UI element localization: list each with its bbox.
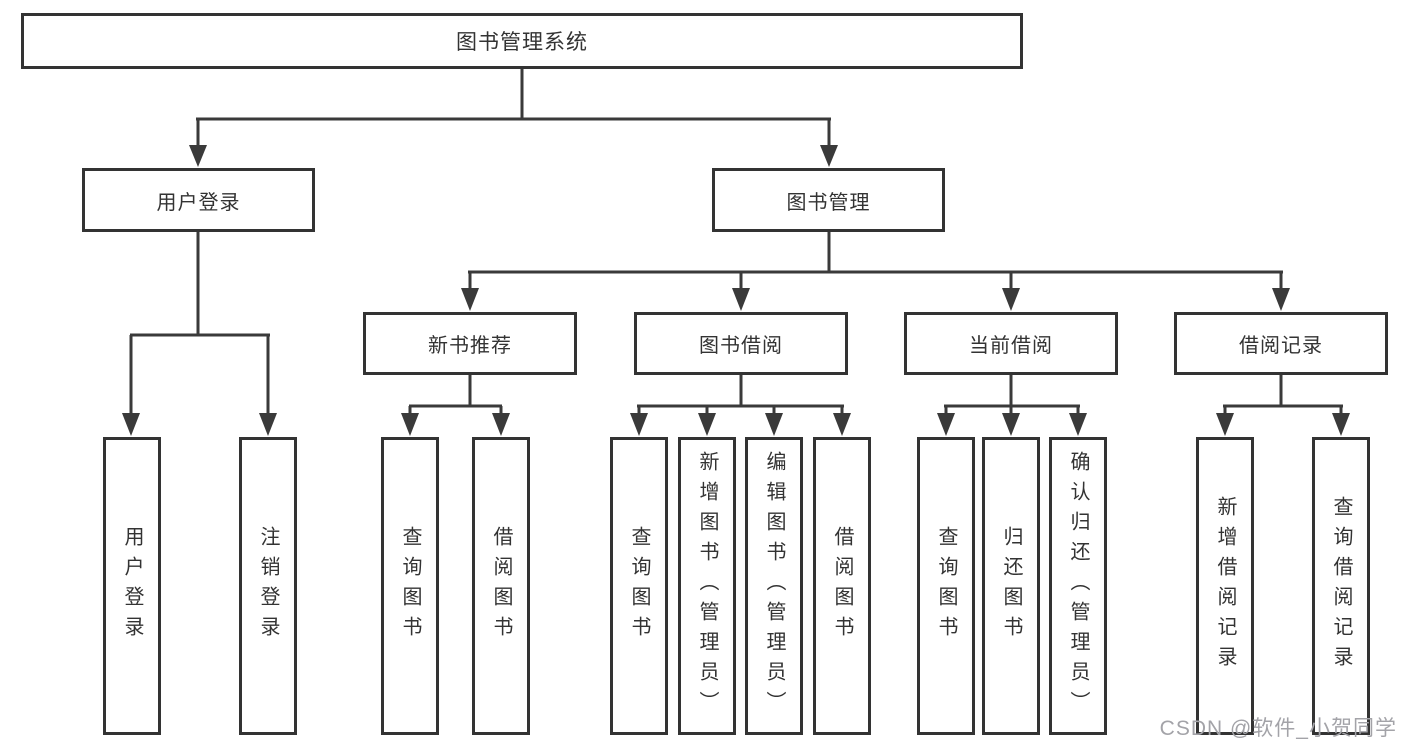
node-user-login: 用户登录 xyxy=(82,168,315,232)
node-label: 新书推荐 xyxy=(428,335,512,357)
node-label: 借阅图书 xyxy=(490,526,512,646)
leaf-add-book-admin: 新增图书（管理员） xyxy=(678,437,736,735)
node-new-book-recommend: 新书推荐 xyxy=(363,312,577,375)
node-label: 借阅记录 xyxy=(1239,335,1323,357)
node-label: 图书管理 xyxy=(786,191,871,214)
leaf-query-borrow-record: 查询借阅记录 xyxy=(1312,437,1370,735)
node-label: 查询图书 xyxy=(935,526,957,646)
leaf-query-books-current: 查询图书 xyxy=(917,437,975,735)
node-label: 查询图书 xyxy=(399,526,421,646)
leaf-return-book: 归还图书 xyxy=(982,437,1040,735)
node-label: 新增借阅记录 xyxy=(1214,496,1236,676)
leaf-borrow-books-recommend: 借阅图书 xyxy=(472,437,530,735)
connector-book-mgmt-to-level3 xyxy=(461,232,1290,311)
node-label: 查询借阅记录 xyxy=(1330,496,1352,676)
leaf-user-login: 用户登录 xyxy=(103,437,161,735)
connector-user-login-children xyxy=(122,232,277,436)
node-label: 注销登录 xyxy=(257,526,279,646)
node-book-management: 图书管理 xyxy=(712,168,945,232)
connector-book-borrow-children xyxy=(630,375,851,436)
node-label: 当前借阅 xyxy=(969,335,1053,357)
node-current-borrowing: 当前借阅 xyxy=(904,312,1118,375)
node-label: 新增图书（管理员） xyxy=(696,451,718,721)
leaf-confirm-return-admin: 确认归还（管理员） xyxy=(1049,437,1107,735)
leaf-edit-book-admin: 编辑图书（管理员） xyxy=(745,437,803,735)
leaf-query-books-borrow: 查询图书 xyxy=(610,437,668,735)
node-label: 确认归还（管理员） xyxy=(1067,451,1089,721)
connector-root-to-level2 xyxy=(189,69,838,167)
leaf-add-borrow-record: 新增借阅记录 xyxy=(1196,437,1254,735)
csdn-watermark: CSDN @软件_小贺同学 xyxy=(1159,717,1397,740)
node-label: 用户登录 xyxy=(121,526,143,646)
connector-current-borrow-children xyxy=(937,375,1087,436)
node-label: 用户登录 xyxy=(156,191,241,214)
node-library-management-system: 图书管理系统 xyxy=(21,13,1023,69)
node-label: 图书借阅 xyxy=(699,335,783,357)
leaf-query-books-recommend: 查询图书 xyxy=(381,437,439,735)
node-book-borrowing: 图书借阅 xyxy=(634,312,848,375)
node-label: 编辑图书（管理员） xyxy=(763,451,785,721)
node-label: 图书管理系统 xyxy=(456,31,588,54)
node-label: 查询图书 xyxy=(628,526,650,646)
connector-new-book-recommend-children xyxy=(401,375,510,436)
connector-borrow-records-children xyxy=(1216,375,1350,436)
node-label: 归还图书 xyxy=(1000,526,1022,646)
leaf-logout: 注销登录 xyxy=(239,437,297,735)
node-label: 借阅图书 xyxy=(831,526,853,646)
leaf-borrow-books-borrow: 借阅图书 xyxy=(813,437,871,735)
node-borrowing-records: 借阅记录 xyxy=(1174,312,1388,375)
